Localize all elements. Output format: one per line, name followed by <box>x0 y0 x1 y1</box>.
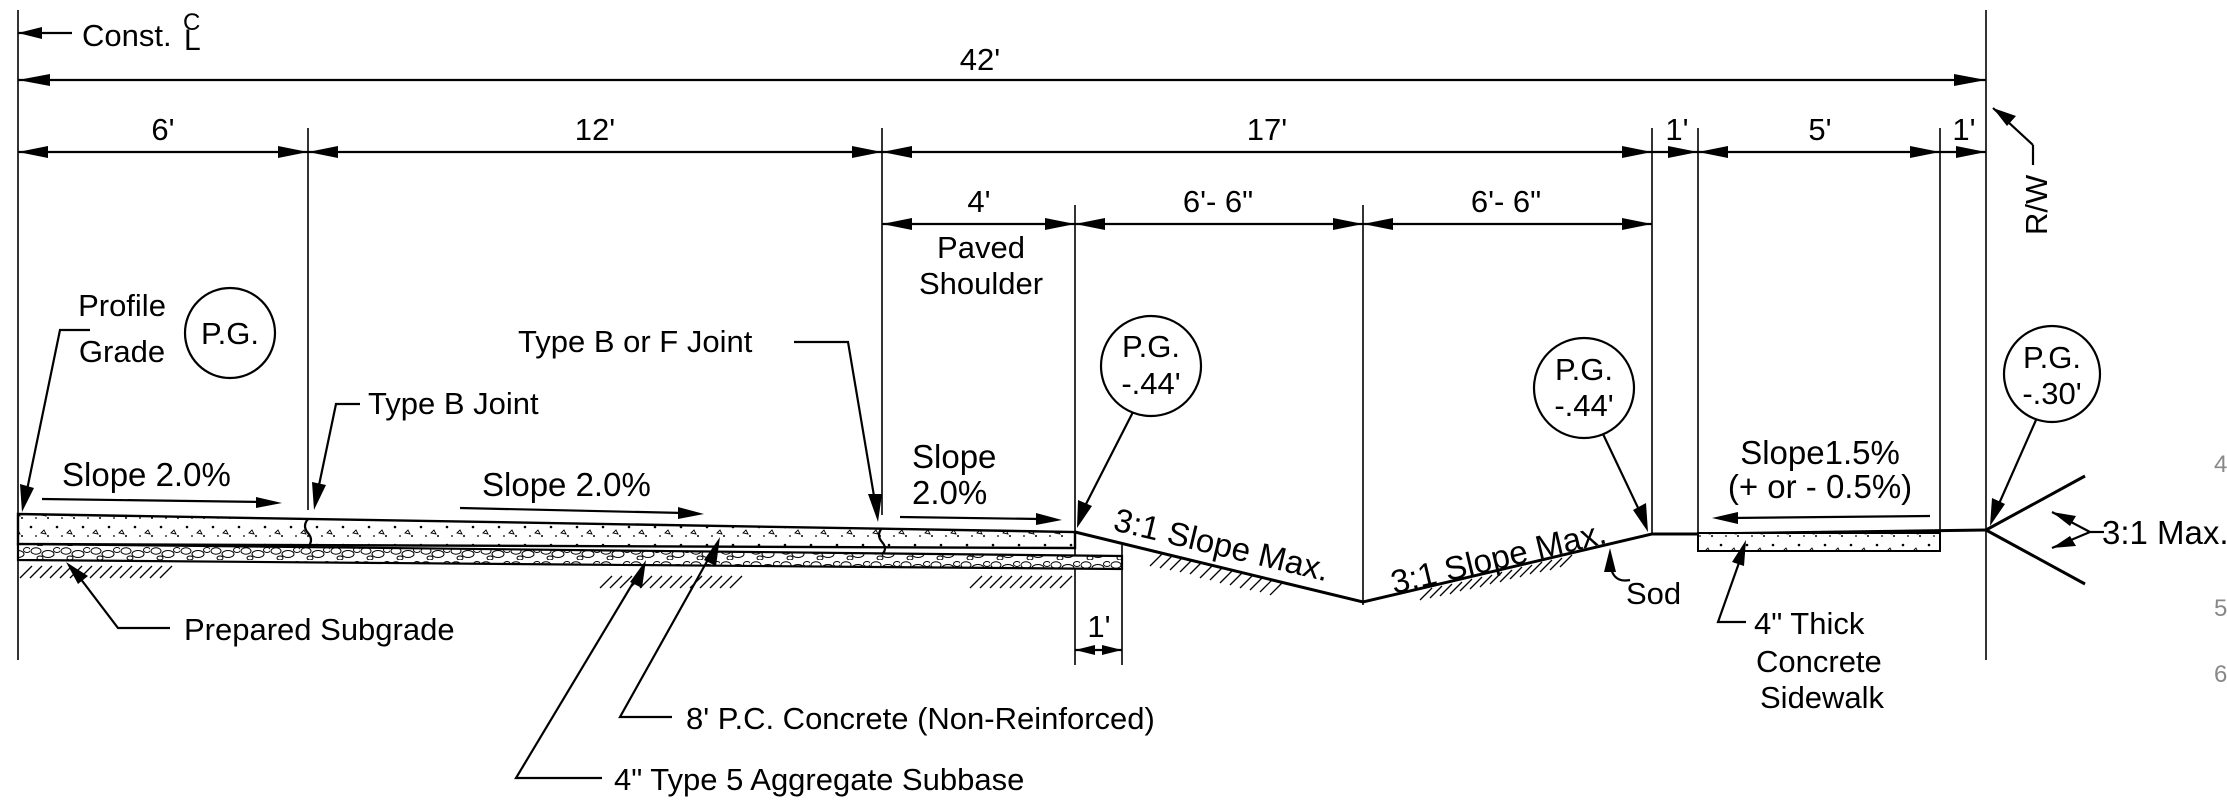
pg3-top: P.G. <box>2023 340 2081 375</box>
dim-6-6-right: 6'- 6" <box>1471 184 1541 219</box>
dimension-tier-2: 6' 12' 17' 1' 5' 1' <box>18 112 1986 158</box>
sidewalk-callout: 4" Thick Concrete Sidewalk <box>1716 540 1885 715</box>
type-bf-joint-label: Type B or F Joint <box>518 324 753 359</box>
edge-mark-4: 4 <box>2214 451 2227 478</box>
edge-mark-5: 5 <box>2214 595 2227 622</box>
dimension-overall: 42' <box>18 42 1986 86</box>
aggregate-subbase-callout: 4" Type 5 Aggregate Subbase <box>514 560 1024 797</box>
subgrade-hatch <box>19 565 1073 589</box>
prepared-subgrade-callout: Prepared Subgrade <box>66 562 455 647</box>
pavement-section <box>16 512 1124 589</box>
const-label: Const. <box>82 18 172 53</box>
sidewalk <box>1697 532 1941 552</box>
pg-callout-rw: P.G. -.30' <box>1990 324 2102 526</box>
slope-max-rw: 3:1 Max. <box>2051 511 2227 551</box>
pg-callout-left-ditch: P.G. -.44' <box>1077 314 1203 528</box>
pg2-bottom: -.44' <box>1554 388 1613 423</box>
pg-main-label: P.G. <box>201 316 259 351</box>
slope-max-label-rw: 3:1 Max. <box>2102 514 2227 551</box>
shoulder-label: Shoulder <box>919 266 1043 301</box>
pg3-bottom: -.30' <box>2022 376 2081 411</box>
slope-max-label-left: 3:1 Slope Max. <box>1110 501 1333 588</box>
dim-5: 5' <box>1808 112 1831 147</box>
sidewalk-slope-b: (+ or - 0.5%) <box>1728 468 1912 505</box>
sod-label: Sod <box>1626 576 1681 611</box>
dimension-bottom-1ft: 1' <box>1075 609 1122 655</box>
paved-label: Paved <box>937 230 1025 265</box>
pg1-top: P.G. <box>1122 329 1180 364</box>
grade-label: Grade <box>79 334 165 369</box>
right-of-way-marker: R/W <box>1992 107 2054 235</box>
dim-1-bottom: 1' <box>1087 609 1110 644</box>
profile-label: Profile <box>78 288 166 323</box>
slope-max-label-right: 3:1 Slope Max. <box>1387 513 1610 600</box>
slope-label-2: Slope 2.0% <box>482 466 651 503</box>
type-bf-joint-callout: Type B or F Joint <box>518 324 882 522</box>
sidewalk-label-b: Concrete <box>1756 644 1882 679</box>
dim-6-6-left: 6'- 6" <box>1183 184 1253 219</box>
pg1-bottom: -.44' <box>1121 366 1180 401</box>
pg2-top: P.G. <box>1555 352 1613 387</box>
type-b-joint-callout: Type B Joint <box>312 386 539 510</box>
slope-label-3b: 2.0% <box>912 474 987 511</box>
sidewalk-slope-a: Slope1.5% <box>1740 434 1900 471</box>
dim-12: 12' <box>575 112 615 147</box>
pc-concrete-callout: 8' P.C. Concrete (Non-Reinforced) <box>618 537 1155 736</box>
sidewalk-label-a: 4" Thick <box>1754 606 1865 641</box>
slope-label-1: Slope 2.0% <box>62 456 231 493</box>
centerline-symbol-l: L <box>184 24 201 57</box>
sidewalk-slope-callout: Slope1.5% (+ or - 0.5%) <box>1712 434 1931 524</box>
centerline-symbol-c: C <box>183 9 200 36</box>
edge-marks: 4 5 6 <box>2214 451 2227 688</box>
sod-callout: Sod <box>1604 548 1681 611</box>
extension-lines <box>17 10 1987 665</box>
pc-concrete-label: 8' P.C. Concrete (Non-Reinforced) <box>686 701 1155 736</box>
dim-1-left: 1' <box>1665 112 1688 147</box>
dim-1-right: 1' <box>1952 112 1975 147</box>
dimension-tier-3: 4' 6'- 6" 6'- 6" Paved Shoulder <box>882 184 1652 301</box>
slope-annotations: Slope 2.0% Slope 2.0% Slope 2.0% <box>41 438 1062 525</box>
construction-centerline-label: Const. C L <box>18 9 201 57</box>
dim-4: 4' <box>967 184 990 219</box>
pg-circle-main <box>183 286 277 380</box>
dim-17: 17' <box>1247 112 1287 147</box>
rw-label: R/W <box>2019 174 2054 235</box>
sidewalk-label-c: Sidewalk <box>1760 680 1885 715</box>
dim-6: 6' <box>151 112 174 147</box>
profile-grade-callout: Profile Grade P.G. <box>20 286 277 512</box>
pg-callout-right-ditch: P.G. -.44' <box>1532 336 1648 532</box>
slope-label-3a: Slope <box>912 438 996 475</box>
prepared-subgrade-label: Prepared Subgrade <box>184 612 455 647</box>
dim-42: 42' <box>960 42 1000 77</box>
type-b-joint-label: Type B Joint <box>368 386 539 421</box>
edge-mark-6: 6 <box>2214 661 2227 688</box>
aggregate-subbase-label: 4" Type 5 Aggregate Subbase <box>614 762 1024 797</box>
